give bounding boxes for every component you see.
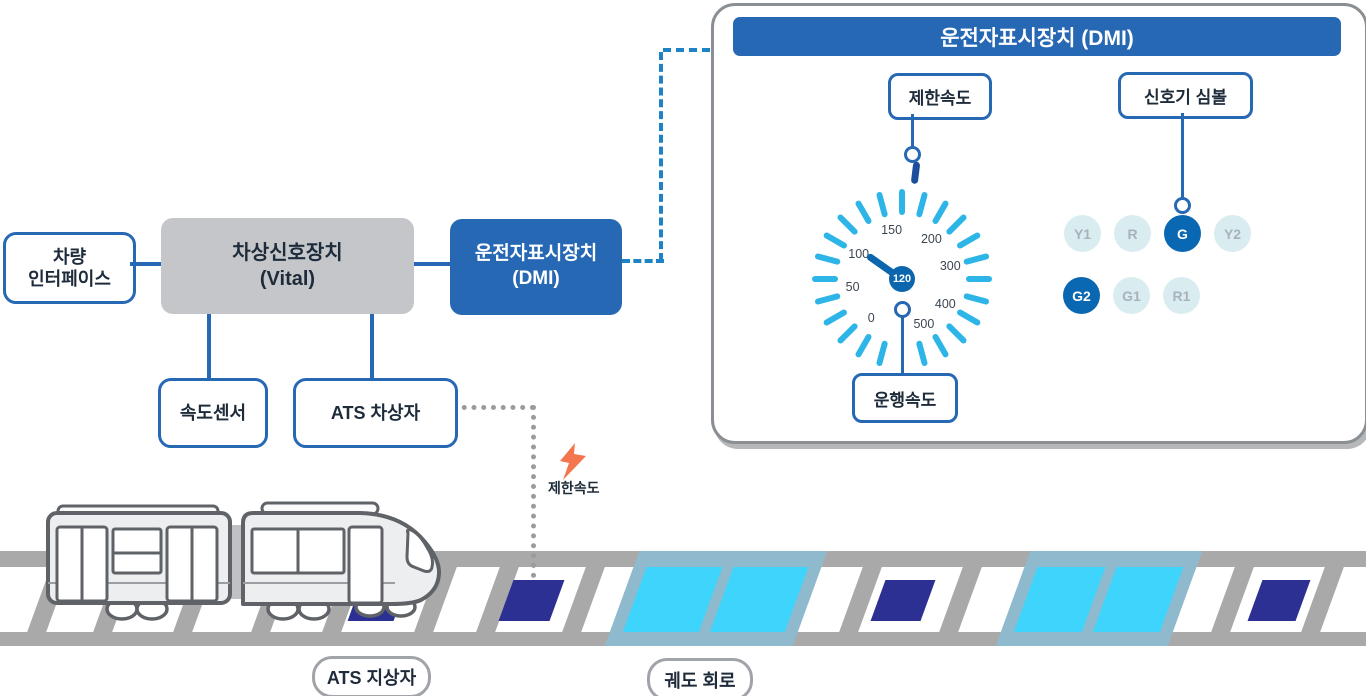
- signal-aspect-r: R: [1114, 215, 1151, 252]
- track-sleeper: [1300, 567, 1344, 632]
- gauge-tick: [963, 252, 990, 266]
- ats-ground-marker: [870, 580, 936, 621]
- gauge-tick: [814, 252, 841, 266]
- speed-sensor-box: 속도센서: [158, 378, 268, 448]
- vehicle-interface-box: 차량 인터페이스: [3, 232, 136, 304]
- connector-interface-vital: [130, 262, 161, 266]
- ats-ground-marker: [1247, 580, 1311, 621]
- gauge-tick-label: 100: [848, 247, 870, 261]
- gauge-tick: [854, 199, 873, 226]
- track-circuit-label: 궤도 회로: [647, 658, 753, 696]
- gauge-tick: [822, 308, 849, 327]
- gauge-tick: [966, 276, 992, 282]
- dmi-dashed-line-top: [663, 48, 710, 52]
- signal-aspect-y2: Y2: [1214, 215, 1251, 252]
- track-circuit-cell: [622, 567, 722, 632]
- gauge-tick: [875, 340, 889, 367]
- running-tag-node: [894, 301, 911, 318]
- ats-ground-label: ATS 지상자: [312, 656, 431, 696]
- signal-aspect-g: G: [1164, 215, 1201, 252]
- ats-dashed-line-horizontal: [452, 405, 535, 410]
- signal-symbol-tag: 신호기 심볼: [1118, 72, 1253, 119]
- gauge-tick: [899, 189, 905, 215]
- gauge-tick: [963, 292, 990, 306]
- gauge-tick: [931, 332, 950, 359]
- gauge-tick-label: 300: [939, 259, 961, 274]
- gauge-tick-label: 400: [934, 297, 956, 311]
- gauge-tick: [945, 322, 968, 345]
- gauge-tick-label: 0: [867, 311, 875, 326]
- track-circuit-cell: [1013, 567, 1105, 632]
- gauge-tick-label: 200: [920, 231, 942, 246]
- signal-tag-connector: [1181, 113, 1184, 198]
- gauge-tick: [915, 191, 929, 218]
- track-circuit-cell: [1092, 567, 1184, 632]
- limit-tag-connector: [911, 114, 914, 147]
- signal-tag-node: [1174, 197, 1191, 214]
- connector-vital-sensor: [207, 314, 211, 378]
- speed-gauge: 0 50 100 150 200 300 400 500 120: [802, 161, 1002, 379]
- track-sleeper: [1210, 567, 1254, 632]
- gauge-tick-label: 50: [845, 279, 860, 294]
- train-illustration: [46, 501, 442, 621]
- signal-aspect-g1: G1: [1113, 277, 1150, 314]
- gauge-tick: [955, 308, 982, 327]
- signal-aspect-y1: Y1: [1064, 215, 1101, 252]
- lightning-icon: [560, 443, 586, 480]
- dmi-panel-title: 운전자표시장치 (DMI): [733, 17, 1341, 56]
- connector-vital-dmi: [414, 262, 450, 266]
- gauge-tick: [814, 292, 841, 306]
- gauge-tick-label: 150: [881, 223, 903, 238]
- gauge-tick: [836, 213, 859, 236]
- dmi-dashed-line-vertical: [659, 52, 663, 261]
- gauge-tick: [945, 213, 968, 236]
- limit-tag-node: [904, 146, 921, 163]
- gauge-tick: [822, 231, 849, 250]
- signal-aspect-r1: R1: [1163, 277, 1200, 314]
- track-sleeper: [838, 567, 882, 632]
- running-speed-tag: 운행속도: [852, 373, 958, 423]
- gauge-tick-label: 500: [913, 316, 935, 331]
- track-circuit-cell: [709, 567, 809, 632]
- limit-speed-note: 제한속도: [548, 480, 600, 496]
- track-circuit-section: [995, 551, 1203, 646]
- gauge-tick: [955, 231, 982, 250]
- signal-row-2: G2 G1 R1: [1063, 277, 1200, 314]
- gauge-tick: [915, 340, 929, 367]
- connector-vital-ats: [370, 314, 374, 378]
- track-sleeper: [561, 567, 605, 632]
- gauge-tick: [854, 332, 873, 359]
- signal-aspect-g2: G2: [1063, 277, 1100, 314]
- gauge-tick: [836, 322, 859, 345]
- track-circuit-section: [604, 551, 828, 646]
- running-tag-connector: [901, 314, 904, 373]
- gauge-tick: [812, 276, 838, 282]
- gauge-tick: [875, 191, 889, 218]
- gauge-current-value: 120: [889, 266, 915, 292]
- onboard-signal-box: 차상신호장치 (Vital): [161, 218, 414, 314]
- dmi-dashed-line-bottom: [622, 259, 664, 263]
- gauge-tick: [931, 199, 950, 226]
- limit-speed-tag: 제한속도: [888, 73, 992, 120]
- track-sleeper: [938, 567, 982, 632]
- ats-dashed-line-vertical: [531, 405, 536, 578]
- dmi-box: 운전자표시장치 (DMI): [450, 219, 622, 315]
- ats-onboard-box: ATS 차상자: [293, 378, 458, 448]
